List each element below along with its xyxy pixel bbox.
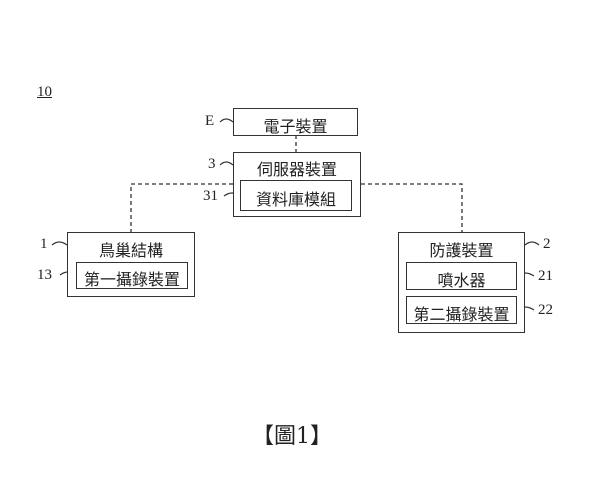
bird-nest-structure-box: 鳥巢結構 第一攝錄裝置 (67, 232, 195, 297)
first-recording-device-ref: 13 (37, 267, 52, 283)
server-device-box: 伺服器裝置 資料庫模組 (233, 152, 361, 217)
edge-server-protection (361, 183, 463, 232)
protection-device-ref: 2 (543, 236, 551, 252)
server-device-label: 伺服器裝置 (256, 160, 337, 179)
protection-device-label: 防護裝置 (429, 241, 494, 260)
leader-2 (524, 241, 540, 246)
sprinkler-label: 噴水器 (437, 271, 486, 290)
first-recording-device-label: 第一攝錄裝置 (83, 270, 180, 289)
bird-nest-structure-ref: 1 (40, 236, 48, 252)
sprinkler-box: 噴水器 (406, 262, 517, 290)
database-module-box: 資料庫模組 (240, 180, 352, 211)
server-device-ref: 3 (208, 156, 216, 172)
second-recording-device-box: 第二攝錄裝置 (406, 296, 517, 324)
leader-3 (219, 161, 234, 166)
first-recording-device-box: 第一攝錄裝置 (76, 262, 188, 289)
protection-device-box: 防護裝置 噴水器 第二攝錄裝置 (398, 232, 525, 333)
bird-nest-structure-label: 鳥巢結構 (98, 241, 163, 260)
second-recording-device-ref: 22 (538, 302, 553, 318)
database-module-ref: 31 (203, 188, 218, 204)
electronic-device-box: 電子裝置 (233, 108, 358, 136)
second-recording-device-label: 第二攝錄裝置 (413, 305, 510, 324)
figure-caption: 【圖1】 (252, 424, 332, 449)
electronic-device-ref: E (205, 113, 215, 129)
database-module-label: 資料庫模組 (255, 190, 336, 209)
edge-server-birdnest (130, 183, 233, 232)
sprinkler-ref: 21 (538, 268, 553, 284)
figure-number-label: 10 (37, 84, 52, 100)
leader-1 (51, 241, 68, 246)
electronic-device-label: 電子裝置 (263, 117, 328, 136)
leader-E (219, 118, 234, 123)
